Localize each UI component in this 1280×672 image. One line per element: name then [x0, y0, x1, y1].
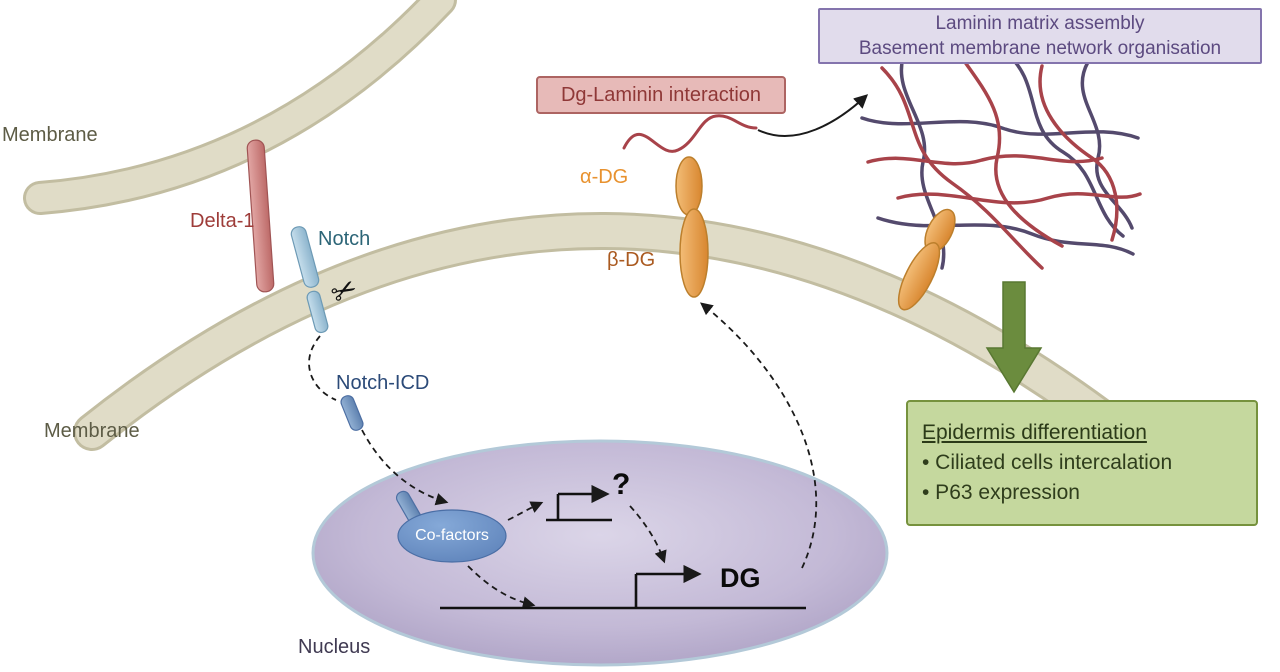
laminin-strand — [1038, 64, 1119, 242]
nucleus-label: Nucleus — [298, 636, 371, 658]
cofactors-ellipse — [397, 509, 507, 563]
epidermis-differentiation-box: Epidermis differentiation • Ciliated cel… — [906, 400, 1258, 526]
epidermis-bullet-1: • Ciliated cells intercalation — [922, 451, 1173, 475]
arrow-icd-to-cofactors — [361, 429, 449, 506]
laminin-strand — [1080, 60, 1134, 230]
nucleus-ellipse — [311, 439, 889, 667]
laminin-assembly-line1: Laminin matrix assembly — [935, 12, 1145, 34]
membrane-label-top: Membrane — [2, 124, 98, 146]
notch-icd-label: Notch-ICD — [336, 372, 430, 394]
promoters — [440, 484, 806, 610]
laminin-strand — [896, 191, 1142, 205]
dg-laminin-interaction-label: Dg-Laminin interaction — [560, 83, 762, 106]
beta-dg-label: β-DG — [607, 249, 656, 271]
notch-receptor-tm — [306, 290, 329, 334]
dashed-arrows — [308, 302, 818, 609]
laminin-molecule — [622, 114, 758, 153]
laminin-strand — [876, 216, 1135, 256]
laminin-strand — [860, 116, 1140, 140]
dg-laminin-interaction-box: Dg-Laminin interaction — [536, 76, 786, 114]
arrow-cofactors-to-dg-gene — [467, 565, 536, 609]
right-dg-complex — [897, 208, 956, 311]
unknown-target-label: ? — [612, 468, 631, 501]
epidermis-title: Epidermis differentiation — [922, 421, 1147, 445]
alpha-dg-oval — [675, 156, 703, 216]
membrane-label-bottom: Membrane — [44, 420, 140, 442]
arrow-cofactors-to-target1 — [507, 501, 544, 521]
upper-membrane-edge — [23, 0, 457, 215]
alpha-dg-label: α-DG — [580, 166, 629, 188]
epidermis-bullet-2: • P63 expression — [922, 480, 1080, 504]
upper-membrane — [23, 0, 457, 215]
cofactors-label: Co-factors — [415, 527, 489, 544]
beta-dg-oval — [679, 208, 709, 298]
right-beta-dg-oval — [897, 242, 941, 311]
dg-gene-label: DG — [720, 563, 761, 593]
laminin-network — [860, 50, 1142, 270]
notch-icd-fragment — [340, 395, 364, 431]
laminin-strand — [960, 56, 1064, 248]
notch-receptor-ecto — [290, 226, 320, 288]
arrow-laminin-to-network — [757, 94, 869, 137]
laminin-assembly-box: Laminin matrix assembly Basement membran… — [818, 8, 1262, 64]
delta1-label: Delta-1 — [190, 210, 255, 232]
upper-membrane-band — [26, 0, 454, 212]
outcome-arrow — [985, 281, 1043, 394]
arrow-target1-to-dg-gene — [629, 505, 667, 564]
lower-membrane-band — [76, 215, 1144, 454]
laminin-strand — [1003, 50, 1125, 238]
laminin-assembly-line2: Basement membrane network organisation — [858, 38, 1222, 59]
notch-label: Notch — [318, 228, 371, 250]
lower-membrane — [73, 212, 1147, 457]
arrow-notch-to-icd — [308, 335, 337, 401]
laminin-strand — [866, 154, 1104, 166]
laminin-strand — [880, 66, 1044, 270]
delta1-receptor — [246, 139, 275, 293]
